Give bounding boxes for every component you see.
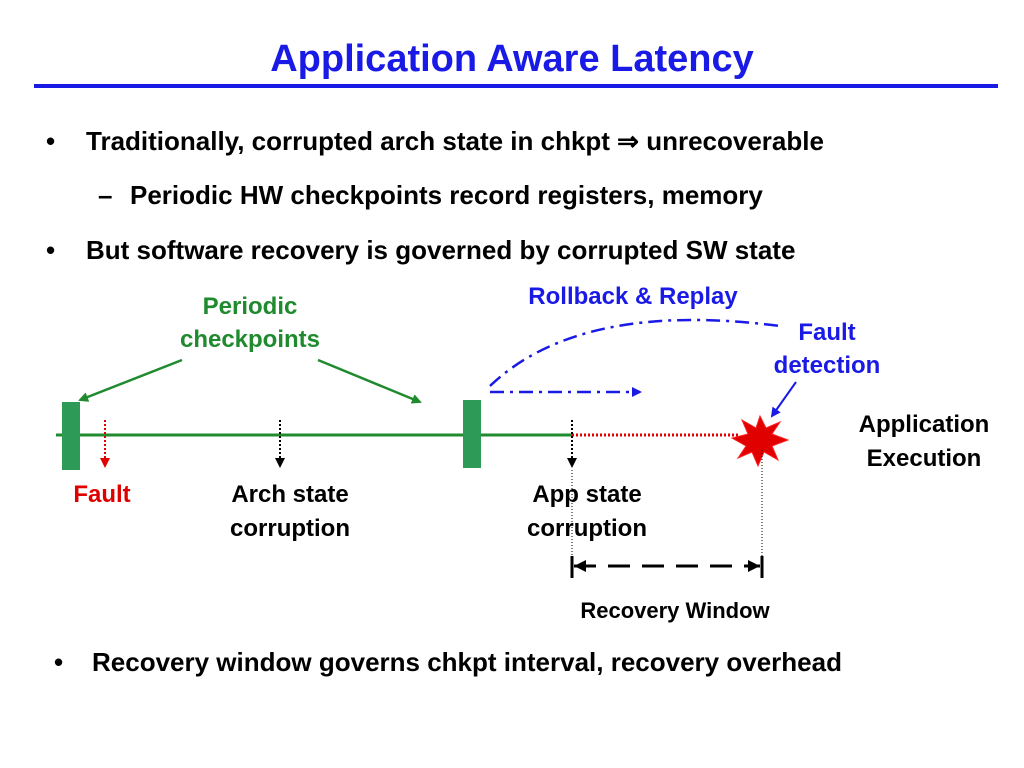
application-execution-label-line2: Execution — [867, 445, 982, 472]
app-state-label-line2: corruption — [527, 515, 647, 542]
app-state-label-line1: App state — [532, 481, 641, 508]
arch-state-label-line1: Arch state — [231, 481, 348, 508]
fault-detection-label-line2: detection — [774, 352, 881, 379]
bullet-1-text: Traditionally, corrupted arch state in c… — [86, 126, 824, 156]
fault-label: Fault — [73, 481, 130, 508]
bullet-1-mark: • — [46, 126, 56, 156]
bullet-3-mark: • — [54, 647, 64, 677]
rollback-curve — [489, 318, 781, 387]
recovery-window-left-arrowhead — [574, 560, 586, 572]
checkpoint-marker-2 — [463, 400, 481, 468]
slide-title: Application Aware Latency — [270, 38, 754, 80]
recovery-window-label: Recovery Window — [580, 598, 770, 623]
rollback-replay-label: Rollback & Replay — [528, 283, 738, 310]
checkpoint-marker-1 — [62, 402, 80, 470]
bullet-3-text: Recovery window governs chkpt interval, … — [92, 647, 842, 677]
sub-bullet-1-mark: – — [98, 180, 113, 210]
periodic-checkpoints-label-line1: Periodic — [203, 293, 298, 320]
periodic-checkpoints-label-line2: checkpoints — [180, 326, 320, 353]
fault-detection-arrow — [770, 381, 797, 418]
bullet-2-text: But software recovery is governed by cor… — [86, 235, 796, 265]
fault-detection-label-line1: Fault — [798, 319, 855, 346]
recovery-window-right-arrowhead — [748, 560, 760, 572]
checkpoint-arrow-left — [78, 358, 183, 402]
application-execution-label-line1: Application — [859, 411, 990, 438]
sub-bullet-1-text: Periodic HW checkpoints record registers… — [130, 180, 763, 210]
fault-burst-icon — [730, 414, 790, 468]
title-underline — [34, 84, 998, 88]
bullet-2-mark: • — [46, 235, 56, 265]
arch-state-label-line2: corruption — [230, 515, 350, 542]
checkpoint-arrow-right — [317, 358, 422, 404]
